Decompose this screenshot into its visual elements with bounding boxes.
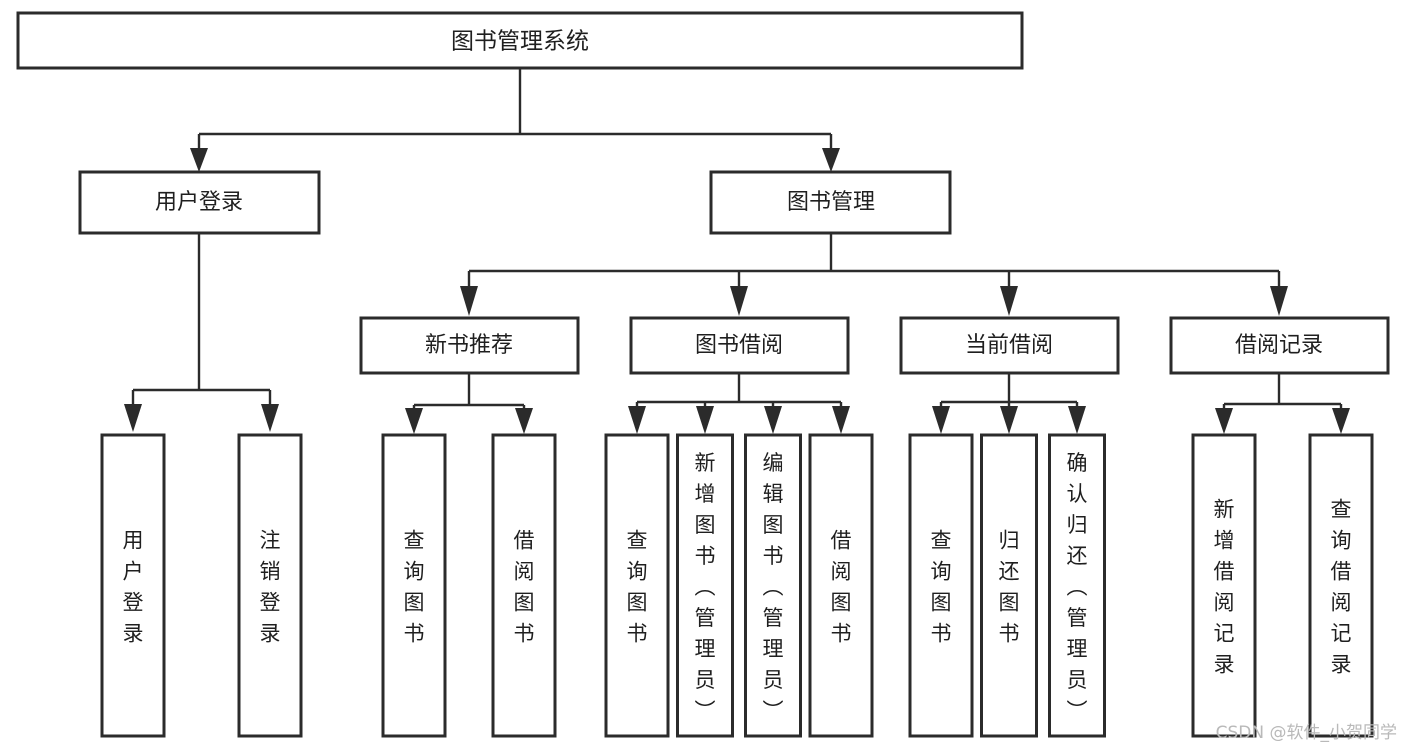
node-leaf-confirm-return[interactable]: 确认归还︵管理员︶ [1048, 433, 1106, 738]
arrowhead-book-manage [822, 148, 840, 172]
node-borrow-record-box[interactable] [1169, 316, 1390, 375]
node-leaf-user-login[interactable]: 用户登录 [100, 433, 166, 738]
node-leaf-query-book-1[interactable]: 查询图书 [381, 433, 447, 738]
arrowhead-book-borrow [730, 286, 748, 316]
node-leaf-add-record-box[interactable] [1191, 433, 1257, 738]
node-leaf-edit-book-admin-label: 编辑图书︵管理员︶ [763, 451, 784, 723]
arrowhead-leaf-borrow-book-2 [832, 406, 850, 434]
node-borrow-record[interactable]: 借阅记录 [1169, 316, 1390, 375]
node-leaf-return-book-box[interactable] [980, 433, 1038, 738]
arrowhead-user-login [190, 148, 208, 172]
node-book-manage-box[interactable] [709, 170, 952, 235]
node-leaf-query-book-2[interactable]: 查询图书 [604, 433, 670, 738]
node-leaf-logout-login-label: 注销登录 [260, 529, 281, 646]
arrowhead-leaf-user-login [124, 404, 142, 432]
arrowhead-leaf-query-book-1 [405, 408, 423, 434]
arrowhead-leaf-add-record [1215, 408, 1233, 434]
node-user-login-box[interactable] [78, 170, 321, 235]
node-leaf-add-book-admin[interactable]: 新增图书︵管理员︶ [676, 433, 734, 738]
node-leaf-borrow-book-2[interactable]: 借阅图书 [808, 433, 874, 738]
node-leaf-query-book-3[interactable]: 查询图书 [908, 433, 974, 738]
node-leaf-return-book-label: 归还图书 [999, 529, 1020, 646]
node-leaf-borrow-book-2-label: 借阅图书 [831, 529, 852, 646]
arrowhead-new-book-recommend [460, 286, 478, 316]
node-book-borrow[interactable]: 图书借阅 [629, 316, 850, 375]
node-leaf-return-book[interactable]: 归还图书 [980, 433, 1038, 738]
node-book-borrow-box[interactable] [629, 316, 850, 375]
node-book-manage-label: 图书管理 [787, 190, 875, 215]
arrowhead-leaf-query-record [1332, 408, 1350, 434]
node-user-login[interactable]: 用户登录 [78, 170, 321, 235]
node-borrow-record-label: 借阅记录 [1235, 333, 1323, 358]
node-leaf-add-book-admin-label: 新增图书︵管理员︶ [695, 451, 716, 723]
node-user-login-label: 用户登录 [155, 190, 243, 215]
node-leaf-edit-book-admin-box[interactable] [744, 433, 802, 738]
arrowhead-borrow-record [1270, 286, 1288, 316]
node-leaf-user-login-label: 用户登录 [123, 529, 144, 646]
arrowhead-leaf-query-book-2 [628, 406, 646, 434]
arrowhead-leaf-logout-login [261, 404, 279, 432]
connector-layer [124, 68, 1350, 434]
arrowhead-leaf-add-book-admin [696, 406, 714, 434]
csdn-watermark: CSDN @软件_小贺同学 [1215, 723, 1397, 743]
arrowhead-leaf-return-book [1000, 406, 1018, 434]
node-leaf-query-record-box[interactable] [1308, 433, 1374, 738]
node-leaf-user-login-box[interactable] [100, 433, 166, 738]
node-leaf-add-record[interactable]: 新增借阅记录 [1191, 433, 1257, 738]
node-root[interactable]: 图书管理系统 [16, 11, 1024, 70]
node-leaf-query-book-2-box[interactable] [604, 433, 670, 738]
node-leaf-confirm-return-label: 确认归还︵管理员︶ [1067, 451, 1088, 723]
node-book-manage[interactable]: 图书管理 [709, 170, 952, 235]
node-new-book-recommend-box[interactable] [359, 316, 580, 375]
arrowhead-leaf-edit-book-admin [764, 406, 782, 434]
node-root-box[interactable] [16, 11, 1024, 70]
arrowhead-current-borrow [1000, 286, 1018, 316]
node-current-borrow-label: 当前借阅 [965, 333, 1053, 358]
node-leaf-query-book-1-label: 查询图书 [404, 529, 425, 646]
node-root-label: 图书管理系统 [451, 29, 589, 55]
arrowhead-leaf-confirm-return [1068, 406, 1086, 434]
node-current-borrow-box[interactable] [899, 316, 1120, 375]
node-leaf-query-record[interactable]: 查询借阅记录 [1308, 433, 1374, 738]
node-leaf-confirm-return-box[interactable] [1048, 433, 1106, 738]
node-leaf-query-book-3-label: 查询图书 [931, 529, 952, 646]
node-leaf-borrow-book-1[interactable]: 借阅图书 [491, 433, 557, 738]
node-leaf-logout-login[interactable]: 注销登录 [237, 433, 303, 738]
node-current-borrow[interactable]: 当前借阅 [899, 316, 1120, 375]
node-leaf-add-record-label: 新增借阅记录 [1214, 498, 1235, 677]
node-leaf-borrow-book-2-box[interactable] [808, 433, 874, 738]
node-leaf-logout-login-box[interactable] [237, 433, 303, 738]
node-new-book-recommend[interactable]: 新书推荐 [359, 316, 580, 375]
node-book-borrow-label: 图书借阅 [695, 333, 783, 358]
arrowhead-leaf-query-book-3 [932, 406, 950, 434]
node-leaf-add-book-admin-box[interactable] [676, 433, 734, 738]
node-leaf-query-record-label: 查询借阅记录 [1331, 498, 1352, 677]
node-leaf-borrow-book-1-label: 借阅图书 [514, 529, 535, 646]
leaf-layer: 用户登录 注销登录 查询图书 借阅图书 查询图书 新增图书︵管理员︶ 编辑图书︵管理员︶ 借阅… [100, 433, 1374, 738]
arrowhead-leaf-borrow-book-1 [515, 408, 533, 434]
node-leaf-borrow-book-1-box[interactable] [491, 433, 557, 738]
node-leaf-query-book-2-label: 查询图书 [627, 529, 648, 646]
node-leaf-edit-book-admin[interactable]: 编辑图书︵管理员︶ [744, 433, 802, 738]
node-new-book-recommend-label: 新书推荐 [425, 333, 513, 358]
node-leaf-query-book-1-box[interactable] [381, 433, 447, 738]
node-leaf-query-book-3-box[interactable] [908, 433, 974, 738]
